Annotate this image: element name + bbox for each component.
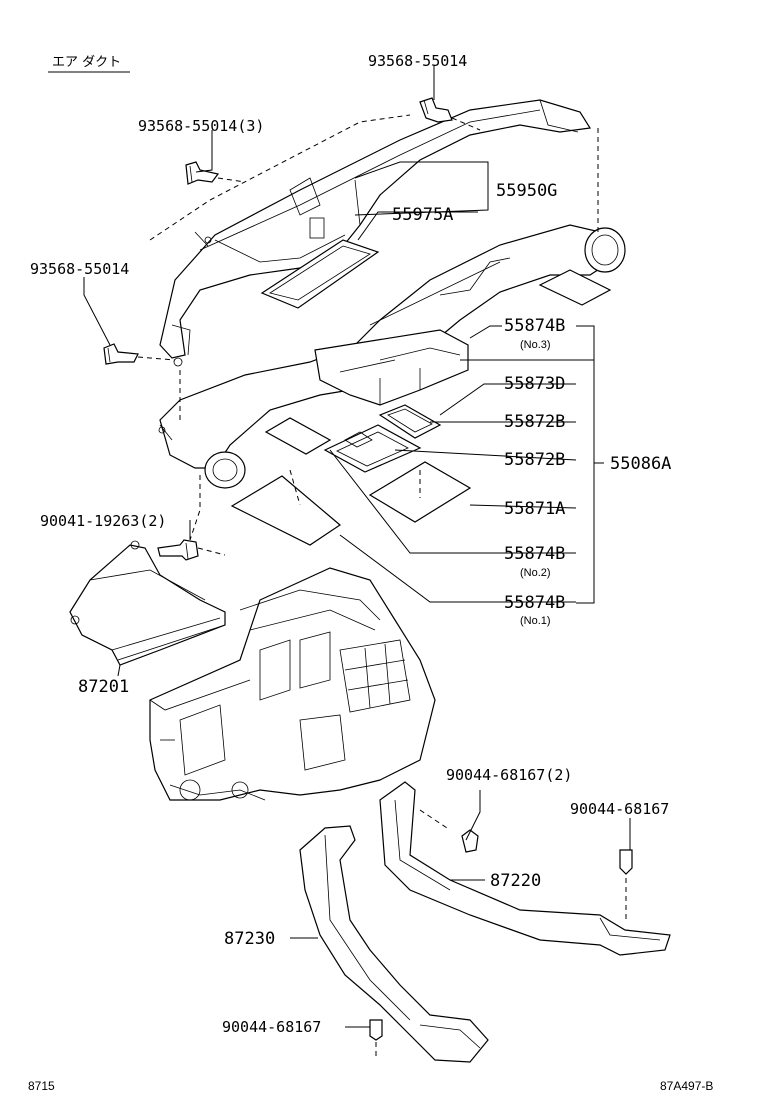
label-55874b-no1-note: (No.1) bbox=[520, 615, 551, 627]
label-55874b-no3-note: (No.3) bbox=[520, 339, 551, 351]
label-screw-top: 93568-55014 bbox=[368, 52, 467, 70]
label-filter-rect: 55975A bbox=[392, 205, 453, 225]
label-55873d: 55873D bbox=[504, 374, 565, 394]
clip-bottom-icon bbox=[369, 1019, 383, 1041]
screw-upper-left-icon bbox=[185, 161, 220, 185]
label-clip-right: 90044-68167 bbox=[570, 800, 669, 818]
seal-55872b bbox=[323, 424, 422, 473]
lower-duct bbox=[158, 224, 626, 489]
clip-center-dash bbox=[419, 809, 451, 831]
pad-55871a bbox=[368, 461, 472, 523]
screw-top-icon bbox=[419, 97, 453, 123]
heater-unit bbox=[149, 567, 436, 801]
screw-upper-left-dash bbox=[217, 177, 246, 183]
label-duct-upper: 55950G bbox=[496, 181, 557, 201]
label-55874b-no1: 55874B bbox=[504, 593, 565, 613]
upper-duct-dash bbox=[149, 114, 411, 241]
label-87201: 87201 bbox=[78, 677, 129, 697]
label-bolt-left: 90041-19263(2) bbox=[40, 512, 166, 530]
label-assembly: 55086A bbox=[610, 454, 671, 474]
label-screw-left: 93568-55014 bbox=[30, 260, 129, 278]
foot-duct-87220 bbox=[379, 781, 671, 956]
defroster-duct-87201 bbox=[69, 540, 226, 666]
pad-55874b-no3 bbox=[538, 269, 612, 306]
bolt-90041-icon bbox=[157, 539, 199, 561]
leader-lines bbox=[83, 66, 631, 1028]
pad-55874b-no1 bbox=[230, 469, 341, 546]
label-clip-qty: 90044-68167(2) bbox=[446, 766, 572, 784]
screw-left-dash bbox=[137, 356, 176, 361]
label-55874b-no3: 55874B bbox=[504, 316, 565, 336]
label-55871a: 55871A bbox=[504, 499, 565, 519]
clip-right-icon bbox=[619, 849, 633, 875]
diagram-title: エア ダクト bbox=[52, 55, 121, 70]
seal-55873d bbox=[378, 404, 442, 439]
pad-55874b-no2 bbox=[264, 417, 332, 455]
footer-left: 8715 bbox=[28, 1079, 55, 1093]
label-clip-bottom: 90044-68167 bbox=[222, 1018, 321, 1036]
label-55872b-a: 55872B bbox=[504, 412, 565, 432]
lower-left-dash bbox=[189, 475, 201, 541]
label-55872b-b: 55872B bbox=[504, 450, 565, 470]
filter-55975a bbox=[260, 239, 380, 309]
bolt-dash bbox=[197, 547, 226, 556]
label-87230: 87230 bbox=[224, 929, 275, 949]
label-55874b-no2-note: (No.2) bbox=[520, 567, 551, 579]
upper-duct-55950g bbox=[159, 99, 592, 367]
clip-center-icon bbox=[461, 829, 479, 853]
label-55874b-no2: 55874B bbox=[504, 544, 565, 564]
label-screw-top-qty: 93568-55014(3) bbox=[138, 117, 264, 135]
label-87220: 87220 bbox=[490, 871, 541, 891]
foot-duct-87230 bbox=[299, 825, 489, 1063]
screw-left-icon bbox=[103, 343, 139, 365]
footer-right: 87A497-B bbox=[660, 1079, 713, 1093]
